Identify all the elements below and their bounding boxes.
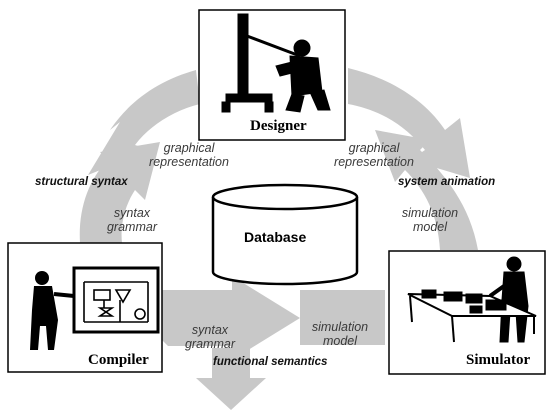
edge-label-graphical-representation-left: graphical representation — [149, 141, 229, 169]
designer-label: Designer — [250, 118, 307, 134]
edge-label-simulation-model-bottom: simulation model — [311, 320, 369, 348]
annotation-system-animation: system animation — [398, 176, 496, 188]
arrow-compiler-to-simulator — [162, 276, 300, 360]
designer-icon — [221, 13, 331, 113]
simulator-label: Simulator — [466, 352, 531, 368]
arrow-simulator-to-designer — [375, 130, 478, 250]
arrow-compiler-to-designer — [79, 142, 160, 243]
arrow-designer-to-simulator — [348, 68, 470, 178]
compiler-icon — [30, 266, 160, 350]
database-cylinder — [211, 183, 359, 286]
annotation-structural-syntax: structural syntax — [35, 176, 128, 188]
simulator-icon — [407, 256, 537, 343]
database-label: Database — [244, 229, 307, 245]
arrow-simulator-to-compiler — [300, 290, 385, 345]
arrow-down — [196, 348, 266, 410]
edge-label-simulation-model-right: simulation model — [401, 206, 459, 234]
arrow-designer-to-compiler — [88, 70, 200, 175]
edge-label-syntax-grammar-bottom: syntax grammar — [184, 323, 235, 351]
compiler-label: Compiler — [88, 352, 149, 368]
annotation-functional-semantics: functional semantics — [213, 356, 328, 368]
edge-label-graphical-representation-right: graphical representation — [334, 141, 414, 169]
edge-label-syntax-grammar-left: syntax grammar — [106, 206, 157, 234]
designer-box — [198, 9, 346, 141]
